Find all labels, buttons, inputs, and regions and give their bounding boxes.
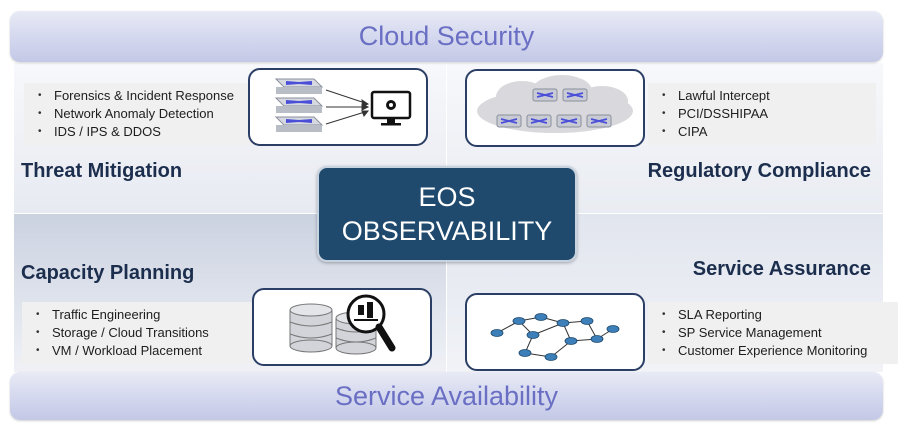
list-item: PCI/DSSHIPAA xyxy=(662,105,866,123)
regulatory-compliance-title: Regulatory Compliance xyxy=(647,160,871,182)
monitor-icon xyxy=(370,90,412,126)
list-item: CIPA xyxy=(662,123,866,141)
switch-cloud-icon xyxy=(465,69,645,147)
eos-observability-center-box: EOS OBSERVABILITY xyxy=(317,166,577,262)
list-item: Traffic Engineering xyxy=(36,306,260,324)
center-label-line2: OBSERVABILITY xyxy=(341,216,553,246)
list-item: IDS / IPS & DDOS xyxy=(38,123,260,141)
switch-stack-to-monitor-icon xyxy=(248,68,428,146)
regulatory-compliance-list: Lawful Intercept PCI/DSSHIPAA CIPA xyxy=(648,83,876,145)
service-availability-banner: Service Availability xyxy=(10,372,883,420)
capacity-planning-title: Capacity Planning xyxy=(21,262,195,284)
list-item: SLA Reporting xyxy=(662,306,888,324)
list-item: Forensics & Incident Response xyxy=(38,87,260,105)
threat-mitigation-title: Threat Mitigation xyxy=(21,160,183,182)
threat-mitigation-list: Forensics & Incident Response Network An… xyxy=(24,83,270,145)
list-item: Network Anomaly Detection xyxy=(38,105,260,123)
database-icon xyxy=(289,303,333,353)
network-topology-icon xyxy=(465,293,645,371)
center-label-line1: EOS xyxy=(418,182,476,212)
list-item: Lawful Intercept xyxy=(662,87,866,105)
switch-cluster-icon xyxy=(496,88,612,128)
magnifier-icon xyxy=(346,294,396,352)
list-item: Customer Experience Monitoring xyxy=(662,342,888,360)
switch-stack-icon xyxy=(274,78,324,132)
list-item: VM / Workload Placement xyxy=(36,342,260,360)
cloud-security-banner: Cloud Security xyxy=(10,11,883,62)
service-assurance-list: SLA Reporting SP Service Management Cust… xyxy=(648,302,898,364)
service-assurance-title: Service Assurance xyxy=(692,258,871,280)
list-item: Storage / Cloud Transitions xyxy=(36,324,260,342)
capacity-planning-list: Traffic Engineering Storage / Cloud Tran… xyxy=(22,302,270,364)
list-item: SP Service Management xyxy=(662,324,888,342)
database-magnifier-icon xyxy=(252,288,432,366)
